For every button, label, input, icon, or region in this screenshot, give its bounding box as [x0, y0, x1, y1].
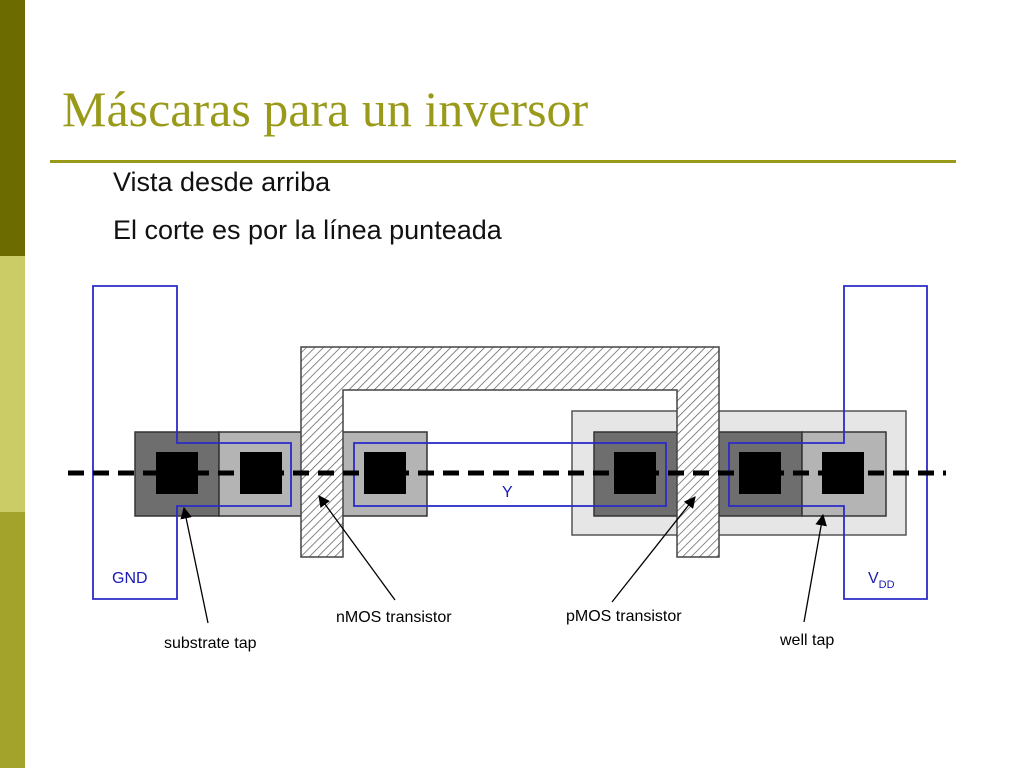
substrate-tap-label: substrate tap [164, 635, 257, 652]
arrow-nmos [318, 495, 396, 601]
well-tap-label: well tap [779, 632, 834, 649]
left-bar-light-segment [0, 256, 25, 512]
pmos-transistor-label: pMOS transistor [566, 608, 682, 625]
nmos-transistor-label: nMOS transistor [336, 609, 452, 626]
y-output-label: Y [502, 484, 513, 501]
arrow-pmos [611, 496, 696, 603]
left-accent-bar [0, 0, 25, 768]
left-bar-mid-segment [0, 512, 25, 768]
bullet-cut-line: El corte es por la línea punteada [113, 215, 502, 245]
arrow-substrate-tap [180, 506, 209, 624]
arrow-well-tap [803, 513, 827, 623]
title-underline [50, 160, 956, 163]
bullet-top-view: Vista desde arriba [113, 167, 331, 197]
polysilicon-gate [300, 346, 720, 558]
gnd-label: GND [112, 570, 148, 587]
slide-title: Máscaras para un inversor [62, 81, 589, 137]
vdd-label: VDD [868, 570, 895, 591]
left-bar-dark-segment [0, 0, 25, 256]
metal-vdd-rail [728, 285, 928, 600]
metal-gnd-rail [92, 285, 292, 600]
